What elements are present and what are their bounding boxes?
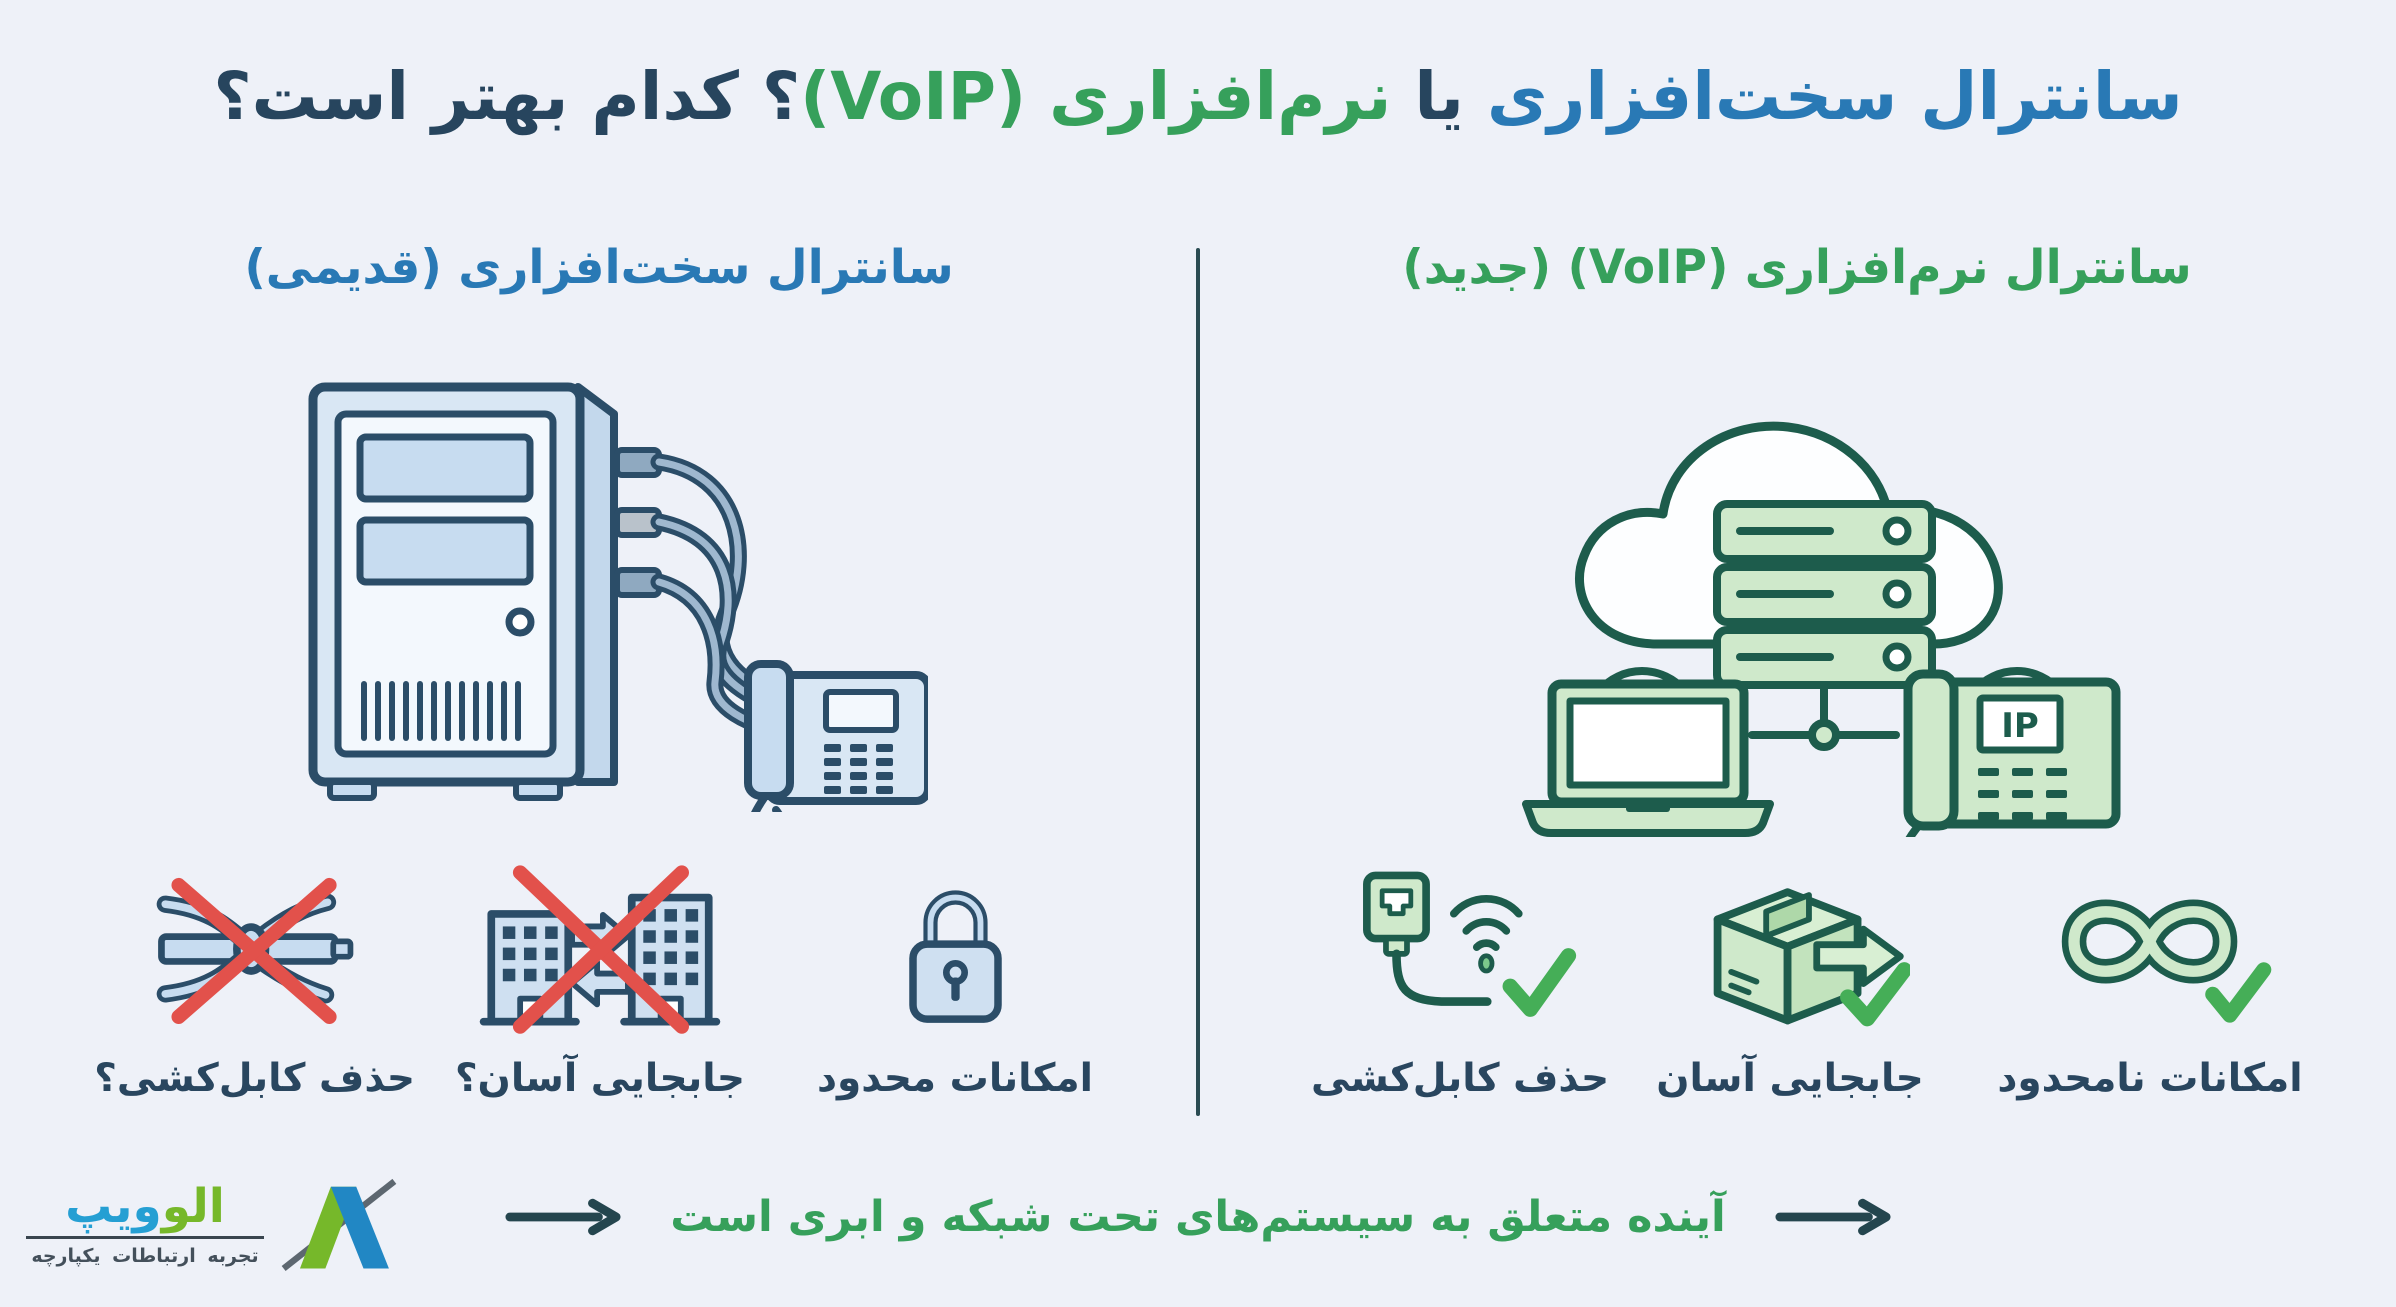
alovoip-logo: الوویپ تجربه ارتباطات یکپارچه xyxy=(26,1172,398,1276)
ip-phone-display-label: IP xyxy=(2001,706,2039,746)
logo-subtitle: تجربه ارتباطات یکپارچه xyxy=(31,1245,259,1268)
page-title: سانترال سخت‌افزاری یا نرم‌افزاری (VoIP)؟… xyxy=(0,58,2396,135)
title-or-part: یا xyxy=(1414,58,1464,135)
ip-phone: IP xyxy=(1903,669,2121,837)
check-icon xyxy=(2204,962,2271,1023)
logo-divider xyxy=(26,1236,264,1240)
av-logomark-icon xyxy=(281,1178,397,1271)
analog-desk-phone xyxy=(744,660,928,812)
feature-label: جابجایی آسان؟ xyxy=(454,1056,746,1101)
legacy-pbx-illustration xyxy=(308,382,928,812)
network-node xyxy=(1808,719,1840,751)
title-question-part: ؟ کدام بهتر است؟ xyxy=(213,58,801,135)
arrow-right-icon xyxy=(1775,1198,1891,1236)
crossed-cables-icon xyxy=(156,877,354,1024)
check-icon xyxy=(1840,961,1910,1026)
arrow-right-icon xyxy=(1813,925,1904,987)
logo-wordmark-blue: ویپ xyxy=(65,1178,162,1234)
logo-wordmark: الوویپ xyxy=(65,1178,225,1234)
column-divider xyxy=(1196,248,1200,1116)
right-column-header: سانترال نرم‌افزاری (VoIP) (جدید) xyxy=(1402,240,2192,295)
laptop xyxy=(1522,679,1774,837)
arrow-right-icon xyxy=(505,1198,621,1236)
footer-tagline-row: آینده متعلق به سیستم‌های تحت شبکه و ابری… xyxy=(0,1192,2396,1242)
feature-label: حذف کابل‌کشی xyxy=(1310,1056,1610,1101)
feature-no-cabling-old: حذف کابل‌کشی؟ xyxy=(94,858,415,1101)
red-cross-icon xyxy=(512,865,689,1034)
title-hardware-part: سانترال سخت‌افزاری xyxy=(1486,58,2183,135)
ethernet-wifi-check-icon xyxy=(1362,871,1576,1017)
feature-label: امکانات نامحدود xyxy=(1997,1056,2303,1101)
wifi-icon xyxy=(1449,895,1523,974)
title-software-part: نرم‌افزاری (VoIP) xyxy=(800,58,1392,135)
feature-label: امکانات محدود xyxy=(817,1056,1093,1101)
left-column-header: سانترال سخت‌افزاری (قدیمی) xyxy=(244,240,954,295)
feature-no-cabling-voip: حذف کابل‌کشی xyxy=(1300,858,1620,1101)
cloud-server-rack xyxy=(1713,500,1936,689)
padlock-icon xyxy=(908,890,1002,1023)
logo-wordmark-green: الو xyxy=(161,1178,225,1234)
footer-tagline: آینده متعلق به سیستم‌های تحت شبکه و ابری… xyxy=(670,1192,1726,1242)
infinity-check-icon xyxy=(2061,899,2271,1023)
feature-unlimited-features-voip: امکانات نامحدود xyxy=(1990,858,2310,1101)
red-cross-icon xyxy=(171,877,337,1024)
box-tape xyxy=(1763,891,1812,939)
feature-relocation-old: جابجایی آسان؟ xyxy=(440,858,760,1101)
crossed-building-relocation-icon xyxy=(479,865,721,1034)
check-icon xyxy=(1502,948,1576,1017)
feature-relocation-voip: جابجایی آسان xyxy=(1630,858,1950,1101)
keyhole xyxy=(950,977,960,1001)
moving-box-check-icon xyxy=(1713,887,1910,1026)
feature-label: جابجایی آسان xyxy=(1656,1056,1924,1101)
feature-label: حذف کابل‌کشی؟ xyxy=(94,1056,415,1101)
feature-limited-features-old: امکانات محدود xyxy=(795,858,1115,1101)
cloud-voip-illustration: IP xyxy=(1522,421,2121,837)
